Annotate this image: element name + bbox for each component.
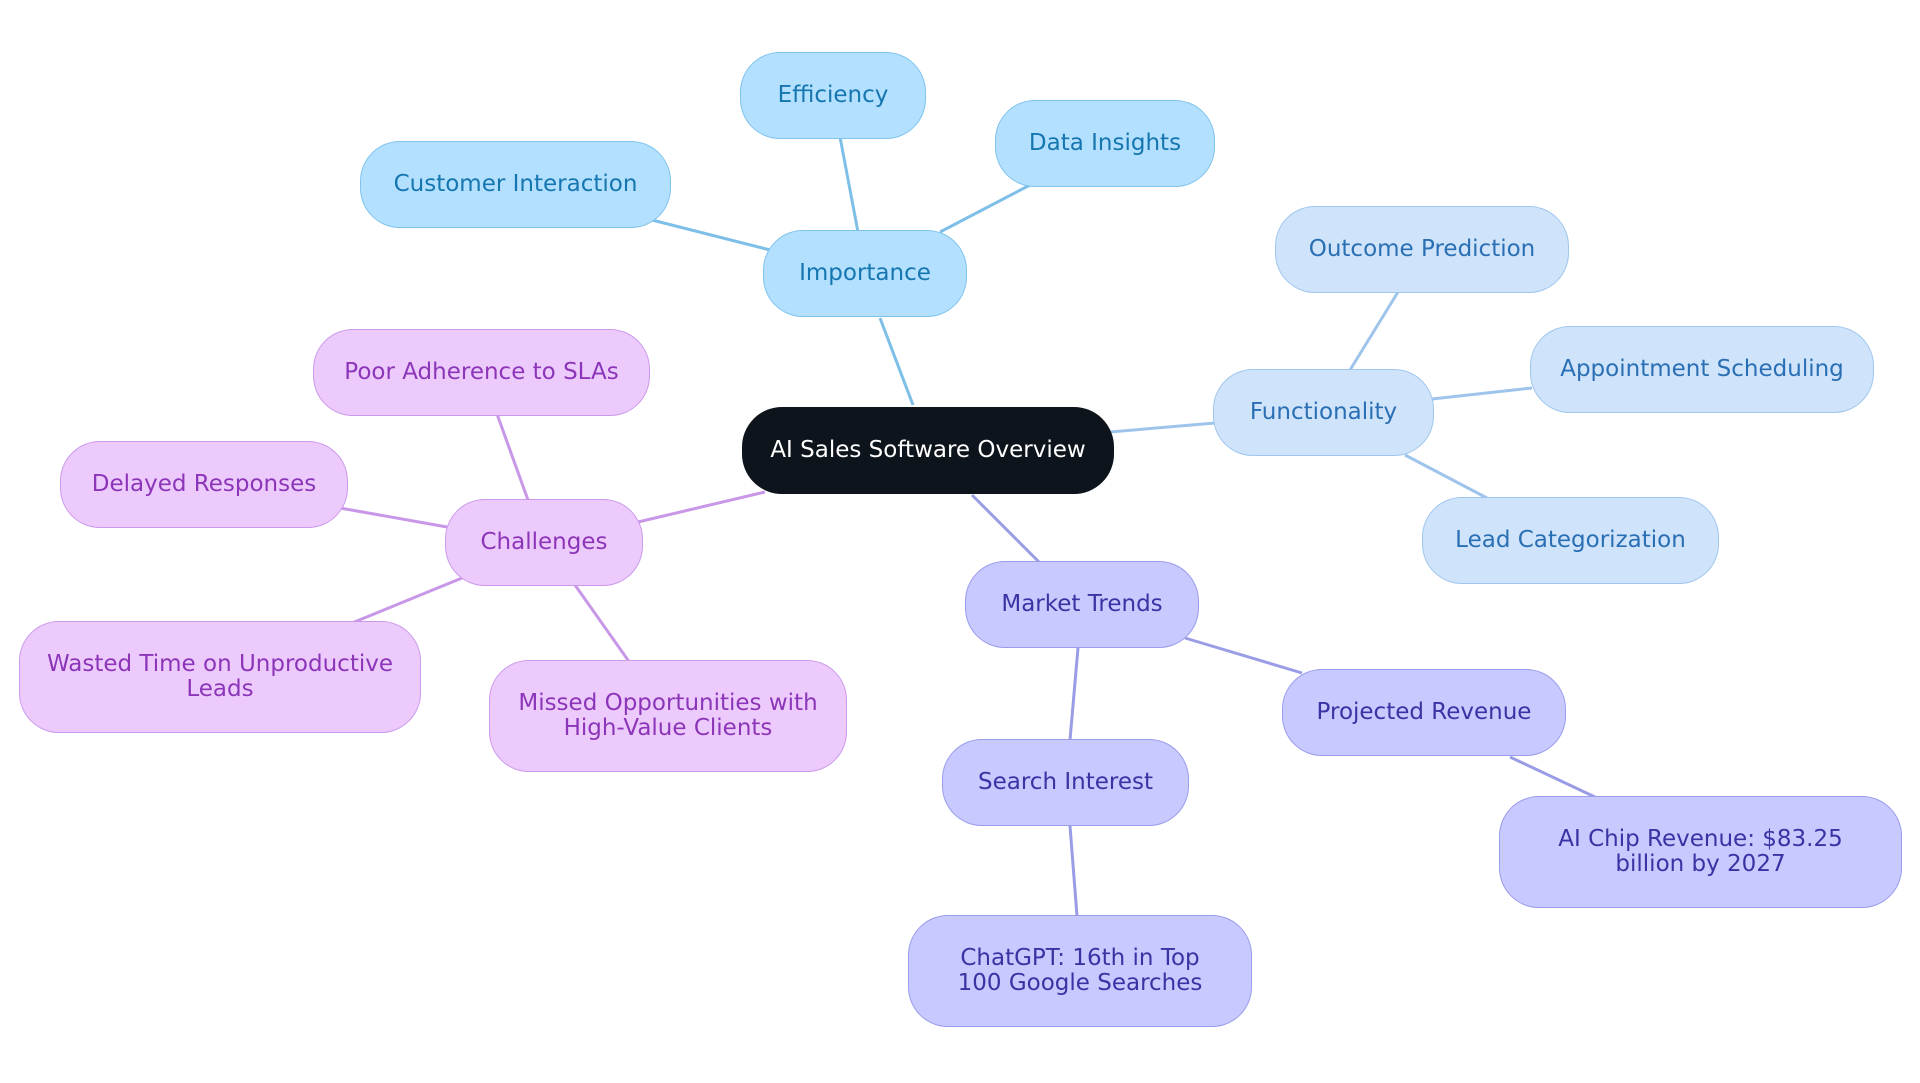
node-lead-categorization: Lead Categorization <box>1422 497 1719 584</box>
root-label: AI Sales Software Overview <box>770 436 1086 463</box>
edge-functionality-appointment-scheduling <box>1431 386 1533 401</box>
chatgpt-searches-label: ChatGPT: 16th in Top 100 Google Searches <box>957 944 1203 996</box>
edge-functionality-outcome-prediction <box>1348 291 1400 371</box>
edge-importance-data-insights <box>939 183 1031 234</box>
edge-root-market-trends <box>970 493 1042 565</box>
edge-functionality-lead-categorization <box>1404 453 1488 500</box>
market-trends-label: Market Trends <box>1001 590 1163 617</box>
node-chatgpt-searches: ChatGPT: 16th in Top 100 Google Searches <box>908 915 1252 1027</box>
edge-market-search-interest <box>1068 647 1080 741</box>
node-data-insights: Data Insights <box>995 100 1215 187</box>
node-functionality: Functionality <box>1213 369 1434 456</box>
root-node: AI Sales Software Overview <box>742 407 1114 494</box>
node-poor-adherence-slas: Poor Adherence to SLAs <box>313 329 650 416</box>
search-interest-label: Search Interest <box>978 768 1153 795</box>
edge-importance-efficiency <box>838 136 860 233</box>
functionality-label: Functionality <box>1249 398 1398 425</box>
edge-projected-ai-chip <box>1509 755 1596 799</box>
edge-root-importance <box>878 317 915 406</box>
edge-root-challenges <box>637 490 766 524</box>
delayed-responses-label: Delayed Responses <box>91 470 317 497</box>
node-importance: Importance <box>763 230 967 317</box>
lead-categorization-label: Lead Categorization <box>1455 526 1686 553</box>
node-market-trends: Market Trends <box>965 561 1199 648</box>
edge-root-functionality <box>1109 421 1216 434</box>
edge-search-chatgpt <box>1068 825 1079 917</box>
importance-label: Importance <box>799 259 931 286</box>
edge-market-projected-revenue <box>1184 636 1303 675</box>
appointment-scheduling-label: Appointment Scheduling <box>1560 355 1844 382</box>
node-projected-revenue: Projected Revenue <box>1282 669 1566 756</box>
outcome-prediction-label: Outcome Prediction <box>1308 235 1536 262</box>
edge-challenges-missed <box>573 584 632 664</box>
edge-challenges-delayed <box>339 506 448 529</box>
node-customer-interaction: Customer Interaction <box>360 141 671 228</box>
node-missed-opportunities: Missed Opportunities with High-Value Cli… <box>489 660 847 772</box>
wasted-time-label: Wasted Time on Unproductive Leads <box>46 650 393 702</box>
node-delayed-responses: Delayed Responses <box>60 441 348 528</box>
poor-adherence-slas-label: Poor Adherence to SLAs <box>344 358 619 385</box>
node-outcome-prediction: Outcome Prediction <box>1275 206 1569 293</box>
node-wasted-time: Wasted Time on Unproductive Leads <box>19 621 421 733</box>
edge-importance-customer-interaction <box>651 218 771 252</box>
challenges-label: Challenges <box>480 528 608 555</box>
node-search-interest: Search Interest <box>942 739 1189 826</box>
customer-interaction-label: Customer Interaction <box>393 170 638 197</box>
edge-challenges-wasted <box>351 576 463 625</box>
node-efficiency: Efficiency <box>740 52 926 139</box>
ai-chip-revenue-label: AI Chip Revenue: $83.25 billion by 2027 <box>1558 825 1843 877</box>
node-ai-chip-revenue: AI Chip Revenue: $83.25 billion by 2027 <box>1499 796 1902 908</box>
data-insights-label: Data Insights <box>1028 129 1182 156</box>
efficiency-label: Efficiency <box>777 81 889 108</box>
node-challenges: Challenges <box>445 499 643 586</box>
node-appointment-scheduling: Appointment Scheduling <box>1530 326 1874 413</box>
projected-revenue-label: Projected Revenue <box>1316 698 1532 725</box>
missed-opportunities-label: Missed Opportunities with High-Value Cli… <box>518 689 818 741</box>
edge-challenges-sla <box>495 413 530 501</box>
